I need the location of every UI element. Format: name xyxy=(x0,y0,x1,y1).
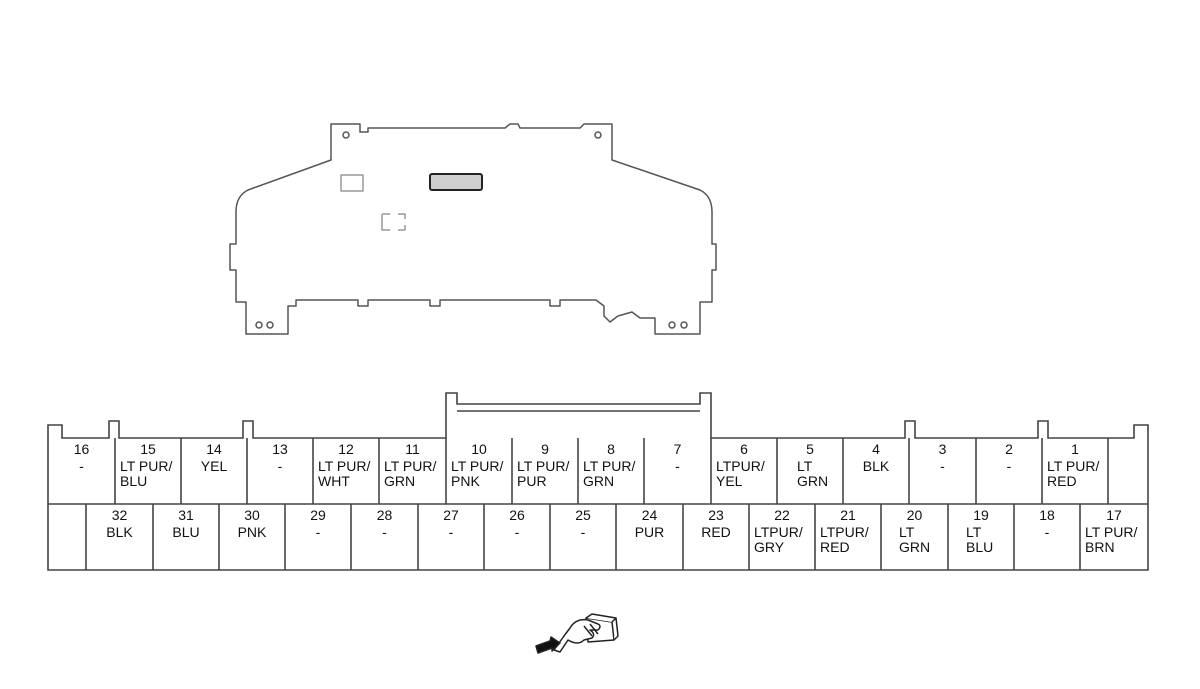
wire-color: PUR xyxy=(634,524,665,540)
pin-12: 12 LT PUR/ WHT xyxy=(313,438,379,504)
wire-color: PNK xyxy=(237,524,267,540)
wire-color: LT PUR/ BRN xyxy=(1085,524,1138,555)
pin-number: 20 xyxy=(906,507,923,523)
pin-15: 15 LT PUR/ BLU xyxy=(115,438,181,504)
pin-25: 25 - xyxy=(550,504,616,570)
pin-6: 6 LTPUR/ YEL xyxy=(711,438,777,504)
wire-color: RED xyxy=(701,524,731,540)
wire-color: BLU xyxy=(172,524,200,540)
wire-color: - xyxy=(448,524,454,540)
pin-number: 31 xyxy=(178,507,194,523)
pin-number: 15 xyxy=(140,441,156,457)
pin-31: 31 BLU xyxy=(153,504,219,570)
pin-24: 24 PUR xyxy=(616,504,683,570)
pin-29: 29 - xyxy=(285,504,351,570)
pin-10: 10 LT PUR/ PNK xyxy=(446,438,512,504)
wire-color: - xyxy=(382,524,387,540)
wire-color: - xyxy=(79,458,84,474)
wire-color: LT PUR/ GRN xyxy=(583,458,636,489)
pin-23: 23 RED xyxy=(683,504,749,570)
wire-color: LT GRN xyxy=(797,458,829,489)
pin-28: 28 - xyxy=(351,504,418,570)
pin-8: 8 LT PUR/ GRN xyxy=(578,438,644,504)
pin-number: 5 xyxy=(806,441,814,457)
wire-color: LTPUR/ RED xyxy=(820,524,869,555)
pin-number: 19 xyxy=(973,507,989,523)
pin-number: 9 xyxy=(541,441,549,457)
wire-color: - xyxy=(315,524,321,540)
wire-color: - xyxy=(514,524,520,540)
wire-color: LT PUR/ GRN xyxy=(384,458,437,489)
pin-5: 5 LT GRN xyxy=(777,438,843,504)
pin-number: 22 xyxy=(774,507,790,523)
wire-color: LT BLU xyxy=(966,524,994,555)
pin-32: 32 BLK xyxy=(86,504,153,570)
pin-14: 14 YEL xyxy=(181,438,247,504)
pin-number: 13 xyxy=(272,441,288,457)
pin-19: 19 LT BLU xyxy=(948,504,1014,570)
pin-2: 2 - xyxy=(976,438,1042,504)
wire-color: YEL xyxy=(200,458,228,474)
pin-number: 7 xyxy=(673,441,682,457)
wire-color: LT PUR/ PUR xyxy=(517,458,570,489)
pin-number: 28 xyxy=(376,507,393,523)
pin-number: 12 xyxy=(338,441,354,457)
pin-4: 4 BLK xyxy=(843,438,909,504)
pin-16: 16 - xyxy=(48,438,115,504)
wire-color: LT PUR/ RED xyxy=(1047,458,1100,489)
pin-number: 4 xyxy=(872,441,880,457)
pin-22: 22 LTPUR/ GRY xyxy=(749,504,815,570)
wire-color: - xyxy=(580,524,586,540)
wire-color: - xyxy=(1044,524,1050,540)
wire-color: LT PUR/ WHT xyxy=(318,458,371,489)
wire-color: LT PUR/ PNK xyxy=(451,458,504,489)
pin-27: 27 - xyxy=(418,504,484,570)
pin-number: 25 xyxy=(575,507,591,523)
pin-number: 30 xyxy=(244,507,260,523)
pin-number: 26 xyxy=(509,507,525,523)
pin-1: 1 LT PUR/ RED xyxy=(1042,438,1108,504)
pin-number: 1 xyxy=(1071,441,1079,457)
wire-color: - xyxy=(940,458,945,474)
pin-number: 11 xyxy=(405,441,420,457)
pin-11: 11 LT PUR/ GRN xyxy=(379,438,446,504)
pin-number: 14 xyxy=(206,441,222,457)
pin-number: 32 xyxy=(111,507,128,523)
pin-number: 8 xyxy=(607,441,615,457)
wire-color: LTPUR/ YEL xyxy=(716,458,765,489)
wire-color: BLK xyxy=(106,524,133,540)
pin-20: 20 LT GRN xyxy=(881,504,948,570)
pin-18: 18 - xyxy=(1014,504,1080,570)
pin-9: 9 LT PUR/ PUR xyxy=(512,438,578,504)
wire-color: - xyxy=(675,458,680,474)
wire-color: - xyxy=(1006,458,1012,474)
pin-26: 26 - xyxy=(484,504,550,570)
pin-13: 13 - xyxy=(247,438,313,504)
pin-21: 21 LTPUR/ RED xyxy=(815,504,881,570)
wire-color: LT GRN xyxy=(899,524,931,555)
pin-number: 24 xyxy=(641,507,658,523)
wire-color: BLK xyxy=(862,458,890,474)
pin-number: 27 xyxy=(443,507,459,523)
pin-number: 23 xyxy=(708,507,724,523)
pin-number: 17 xyxy=(1106,507,1122,523)
wire-color: - xyxy=(277,458,283,474)
pin-3: 3 - xyxy=(909,438,976,504)
pin-number: 16 xyxy=(73,441,90,457)
pin-7: 7 - xyxy=(644,438,711,504)
pin-number: 6 xyxy=(740,441,748,457)
pin-17: 17 LT PUR/ BRN xyxy=(1080,504,1148,570)
pin-number: 3 xyxy=(938,441,947,457)
pin-number: 21 xyxy=(840,507,856,523)
pin-number: 18 xyxy=(1039,507,1055,523)
pin-number: 29 xyxy=(310,507,326,523)
pin-30: 30 PNK xyxy=(219,504,285,570)
hand-pointing-connector-icon xyxy=(535,613,619,654)
pin-number: 10 xyxy=(471,441,487,457)
pin-number: 2 xyxy=(1005,441,1013,457)
wire-color: LT PUR/ BLU xyxy=(120,458,173,489)
wire-color: LTPUR/ GRY xyxy=(754,524,803,555)
